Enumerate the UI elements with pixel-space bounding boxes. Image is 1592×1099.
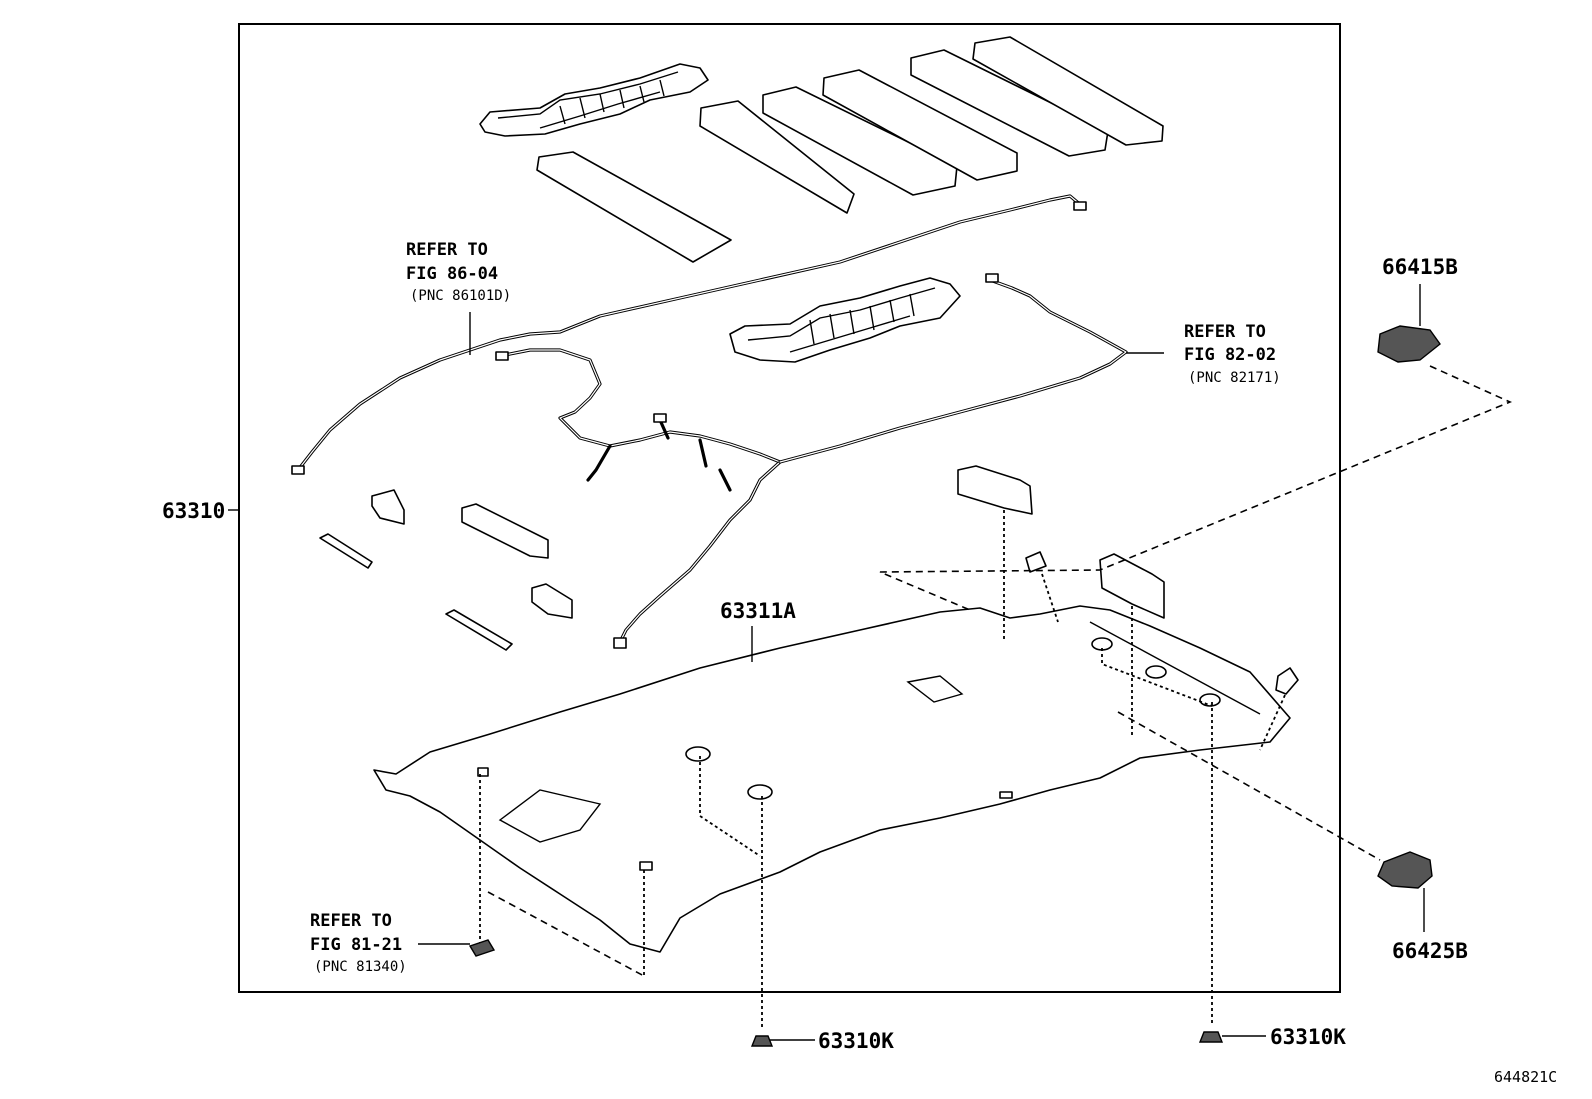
- wire-harness-82171: [778, 273, 1128, 464]
- ref-2-pnc: (PNC 82171): [1188, 370, 1281, 386]
- figure-number: 644821C: [1494, 1068, 1557, 1086]
- ref-2-fig: FIG 82-02: [1184, 345, 1276, 365]
- small-pads: [319, 465, 1299, 695]
- roof-absorber-lower: [729, 277, 961, 363]
- brackets: [1377, 325, 1441, 889]
- ref-1-fig: FIG 86-04: [406, 264, 498, 284]
- ref-3-fig: FIG 81-21: [310, 935, 402, 955]
- headliner-63311a: [373, 605, 1291, 953]
- label-66425b: 66425B: [1392, 939, 1468, 963]
- roof-pads: [536, 36, 1164, 263]
- ref-1-title: REFER TO: [406, 240, 488, 260]
- label-63311a: 63311A: [720, 599, 796, 623]
- wire-harness-front: [495, 348, 782, 649]
- clips: [468, 939, 1224, 1047]
- label-66415b: 66415B: [1382, 255, 1458, 279]
- ref-2-title: REFER TO: [1184, 322, 1266, 342]
- wire-harness-86101d: [291, 194, 1087, 475]
- label-63310k-right: 63310K: [1270, 1025, 1346, 1049]
- ref-3-pnc: (PNC 81340): [314, 959, 407, 975]
- label-63310k-left: 63310K: [818, 1029, 894, 1053]
- diagram-frame: [238, 23, 1341, 993]
- assembly-lines: [479, 365, 1513, 1030]
- ref-1-pnc: (PNC 86101D): [410, 288, 511, 304]
- ref-3-title: REFER TO: [310, 911, 392, 931]
- roof-absorber-upper: [479, 63, 709, 137]
- label-63310: 63310: [162, 499, 225, 523]
- leader-lines: [228, 284, 1425, 1041]
